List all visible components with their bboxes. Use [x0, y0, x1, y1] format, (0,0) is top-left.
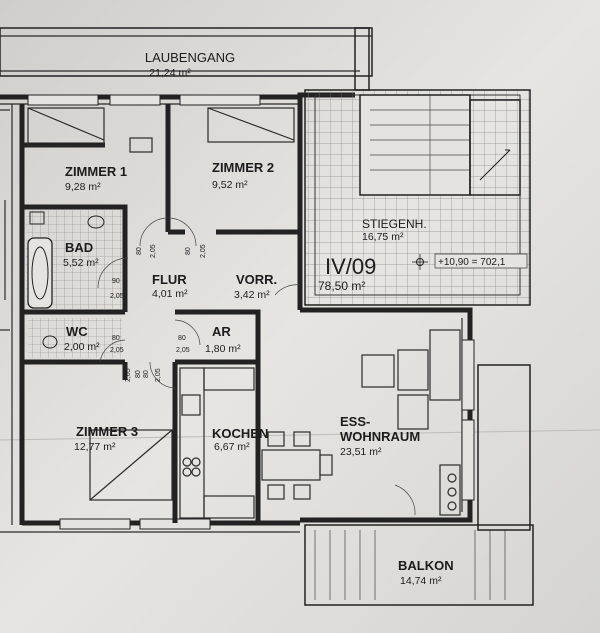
room-name: ZIMMER 2	[212, 160, 274, 175]
room-area: 12,77 m²	[74, 441, 116, 453]
room-name: AR	[212, 324, 231, 339]
dim-flur-width: 80	[143, 370, 150, 378]
stairwell	[304, 89, 531, 306]
room-label-zimmer1: ZIMMER 1 9,28 m²	[65, 164, 127, 193]
wc-fixture	[28, 318, 122, 358]
furniture-beds	[27, 107, 295, 501]
dim-zimmer3-height: 2,05	[125, 368, 132, 382]
bathroom-tiles	[26, 210, 122, 310]
room-area: 2,00 m²	[64, 341, 100, 353]
room-name: VORR.	[236, 272, 277, 287]
room-name: BALKON	[398, 558, 454, 573]
dim-zimmer2-height: 2,05	[200, 244, 207, 258]
dim-bad-height: 2,05	[110, 293, 124, 300]
dim-ar-width: 80	[178, 335, 186, 342]
room-name: FLUR	[152, 272, 187, 287]
dim-zimmer2-width: 80	[185, 247, 192, 255]
room-area: 14,74 m²	[400, 575, 442, 587]
dim-zimmer1-width: 80	[136, 247, 143, 255]
door-swings	[97, 217, 416, 516]
room-name: WC	[66, 324, 88, 339]
room-area: 4,01 m²	[152, 288, 188, 300]
room-name: ZIMMER 3	[76, 424, 138, 439]
dim-bad-width: 90	[112, 278, 120, 285]
dim-wc-height: 2,05	[110, 347, 124, 354]
room-label-kochen: KOCHEN 6,67 m²	[212, 426, 268, 453]
room-label-abstellraum: AR 1,80 m²	[205, 324, 241, 355]
room-label-bad: BAD 5,52 m²	[63, 240, 99, 269]
room-area: 3,42 m²	[234, 289, 270, 301]
interior-walls	[22, 104, 300, 523]
room-area: 21,24 m²	[149, 67, 191, 79]
room-area: 1,80 m²	[205, 343, 241, 355]
room-label-vorraum: VORR. 3,42 m²	[234, 272, 277, 301]
balcony	[304, 364, 534, 606]
paper-fold	[0, 429, 600, 441]
level-marker: +10,90 = 702,1	[412, 253, 528, 270]
apartment-walls	[0, 92, 475, 533]
dim-ar-height: 2,05	[176, 347, 190, 354]
room-name-line2: WOHNRAUM	[340, 429, 420, 444]
room-label-flur: FLUR 4,01 m²	[152, 272, 188, 300]
room-label-stiegenhaus: STIEGENH. 16,75 m²	[362, 217, 427, 243]
room-label-zimmer2: ZIMMER 2 9,52 m²	[212, 160, 274, 191]
room-label-balkon: BALKON 14,74 m²	[398, 558, 454, 587]
dim-zimmer1-height: 2,05	[150, 244, 157, 258]
room-area: 6,67 m²	[214, 441, 250, 453]
room-area: 16,75 m²	[362, 231, 404, 243]
room-label-wc: WC 2,00 m²	[64, 324, 100, 353]
room-label-laubengang: LAUBENGANG 21,24 m²	[145, 50, 235, 79]
unit-id: IV/09	[325, 254, 376, 279]
level-marker-text: +10,90 = 702,1	[438, 257, 506, 268]
room-name-line1: ESS-	[340, 414, 370, 429]
room-area: 9,52 m²	[212, 179, 248, 191]
room-area: 5,52 m²	[63, 257, 99, 269]
room-name: STIEGENH.	[362, 217, 427, 231]
room-area: 23,51 m²	[340, 446, 382, 458]
room-name: KOCHEN	[212, 426, 268, 441]
dim-flur-height: 2,05	[155, 368, 162, 382]
room-name: BAD	[65, 240, 93, 255]
room-area: 9,28 m²	[65, 181, 101, 193]
unit-identifier: IV/09 78,50 m²	[318, 254, 376, 293]
room-label-zimmer3: ZIMMER 3 12,77 m²	[74, 424, 138, 453]
dim-zimmer3-width: 80	[135, 370, 142, 378]
room-name: ZIMMER 1	[65, 164, 127, 179]
room-name: LAUBENGANG	[145, 50, 235, 65]
door-dimensions: 90 2,05 80 2,05 80 2,05 80 2,05 80 2,05 …	[110, 244, 207, 382]
laubengang-band	[0, 27, 373, 91]
unit-area: 78,50 m²	[318, 279, 365, 293]
kitchen-counter	[179, 367, 255, 519]
living-furniture	[261, 329, 461, 516]
room-label-ess-wohnraum: ESS- WOHNRAUM 23,51 m²	[340, 414, 420, 458]
dim-wc-width: 80	[112, 335, 120, 342]
adjacent-unit-walls	[0, 109, 10, 331]
